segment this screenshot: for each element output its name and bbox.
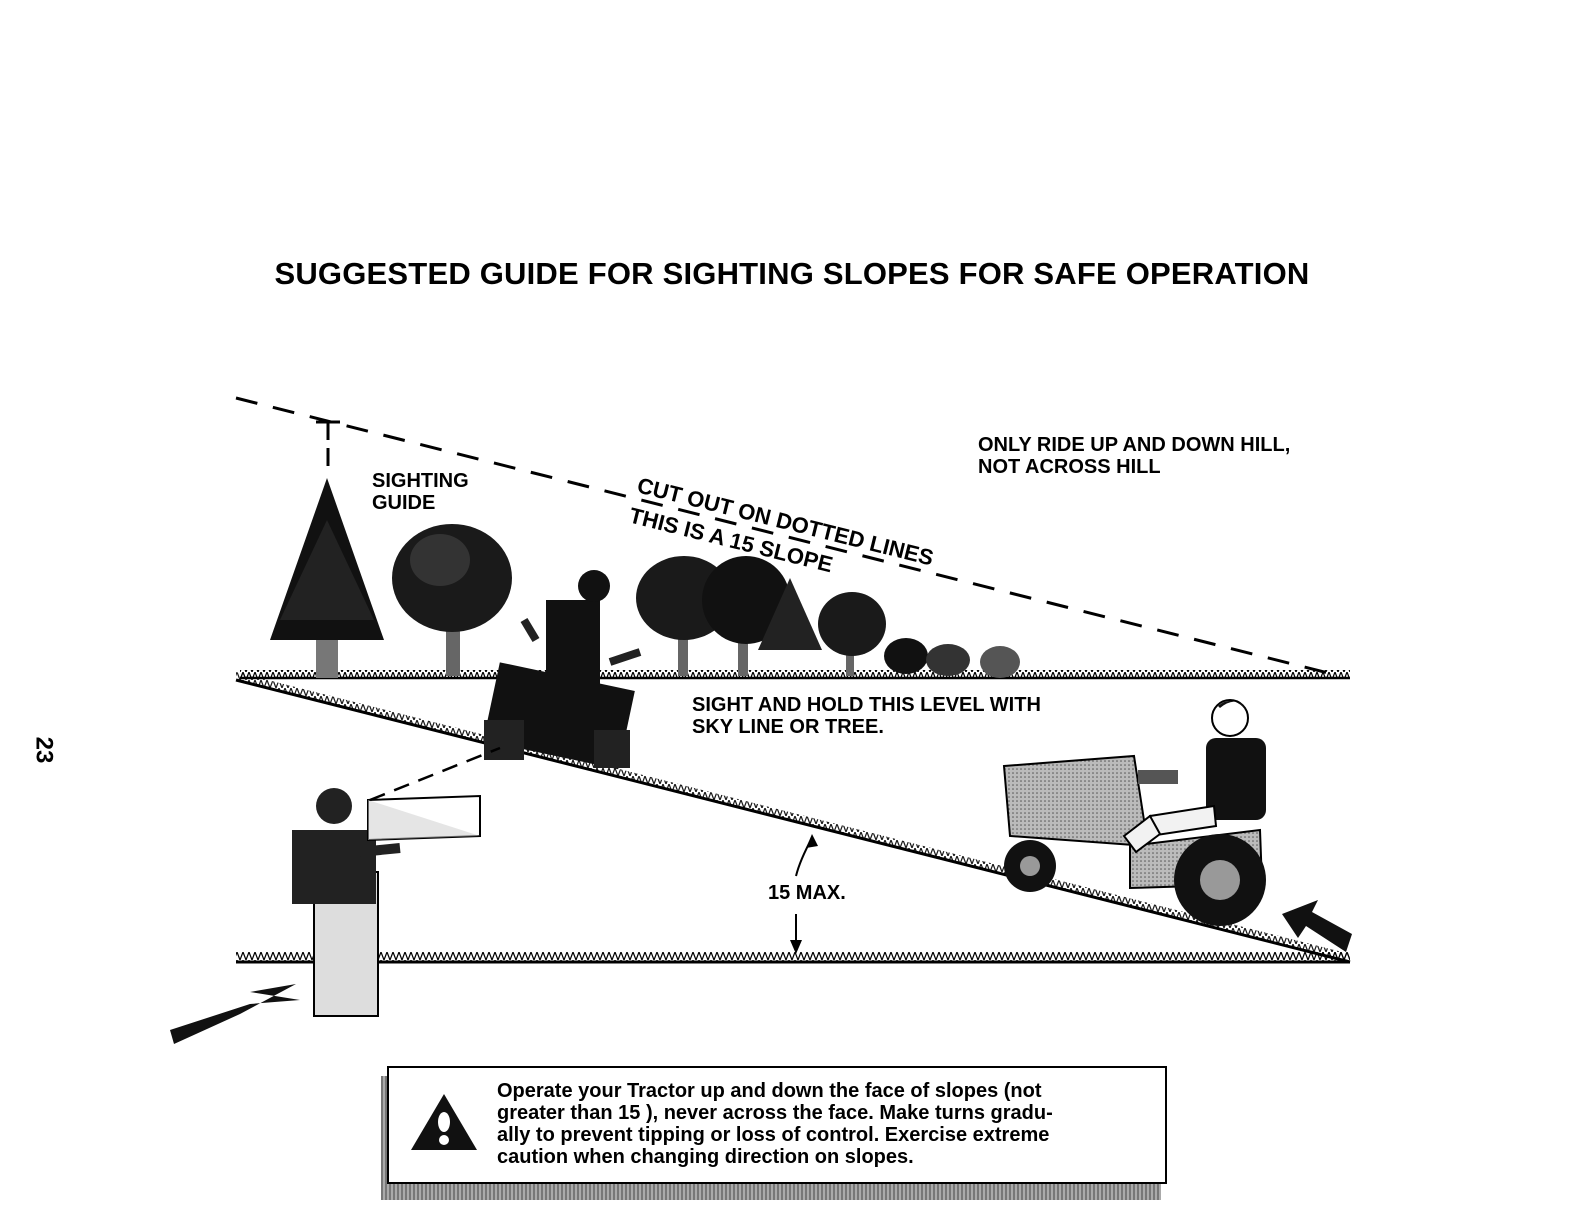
warning-box: Operate your Tractor up and down the fac… (381, 1066, 1171, 1200)
pine-tree-icon (270, 478, 384, 678)
warning-text: Operate your Tractor up and down the fac… (497, 1080, 1053, 1168)
angle-arrows (790, 834, 818, 954)
ground-grass (236, 952, 1350, 961)
tree-icon (392, 524, 512, 676)
tractor-rear-view-icon (483, 570, 642, 770)
sight-hold-label: SIGHT AND HOLD THIS LEVEL WITH SKY LINE … (692, 694, 1041, 738)
page-title: SUGGESTED GUIDE FOR SIGHTING SLOPES FOR … (274, 256, 1310, 291)
ride-direction-label: ONLY RIDE UP AND DOWN HILL, NOT ACROSS H… (978, 434, 1291, 478)
horizon-grass (240, 670, 1350, 678)
max-angle-label: 15 MAX. (768, 882, 846, 904)
tree-group-icon (636, 556, 1020, 678)
warning-box-inner: Operate your Tractor up and down the fac… (387, 1066, 1167, 1184)
riding-tractor-icon (1002, 699, 1352, 952)
sighting-guide-label: SIGHTING GUIDE (372, 470, 469, 514)
warning-triangle-icon (411, 1094, 477, 1150)
person-sighting-icon (170, 746, 501, 1044)
